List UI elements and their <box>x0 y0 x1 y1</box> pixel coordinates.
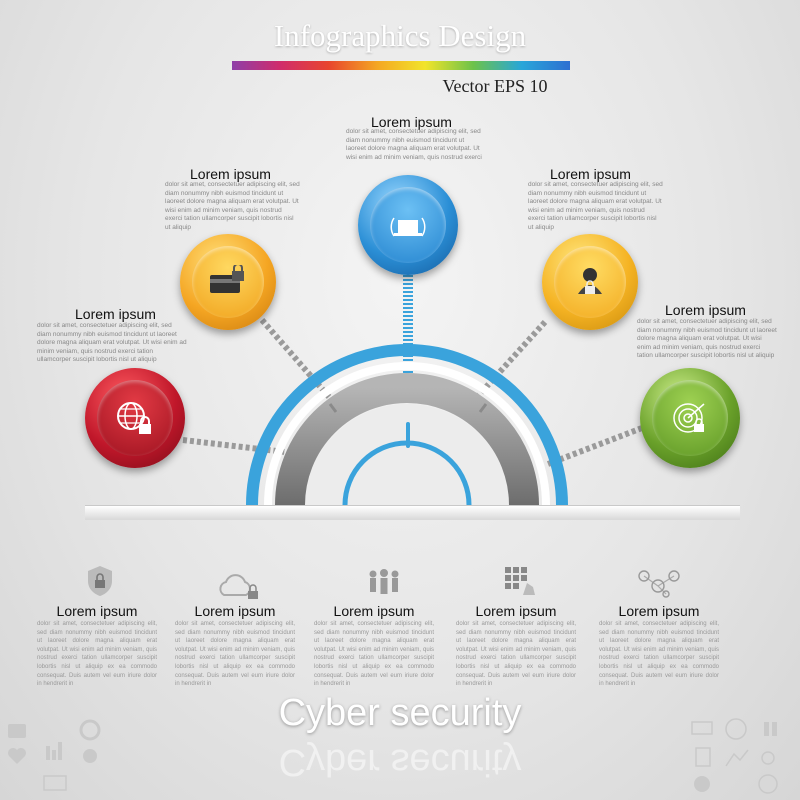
cloud-lock-icon <box>216 573 262 608</box>
node-laptop-body: dolor sit amet, consectetuer adipiscing … <box>346 128 482 161</box>
bottom-item-1-title: Lorem ipsum <box>56 603 138 619</box>
node-card[interactable] <box>180 234 276 330</box>
people-icon <box>764 722 769 736</box>
gray-arc <box>275 373 539 506</box>
bottom-item-5-title: Lorem ipsum <box>618 603 700 619</box>
bottom-item-1-body: dolor sit amet, consectetuer adipiscing … <box>37 621 157 688</box>
globe-icon-2 <box>758 774 778 794</box>
bottom-item-3-title: Lorem ipsum <box>333 603 415 619</box>
footer-title-reflection: Cyber security <box>278 741 522 783</box>
corner-icons-left <box>8 719 101 791</box>
gear-icon <box>79 719 101 741</box>
node-globe-title: Lorem ipsum <box>75 306 156 322</box>
corner-icons-right <box>691 718 778 794</box>
node-card-title: Lorem ipsum <box>190 166 271 182</box>
node-hacker[interactable] <box>542 234 638 330</box>
card-lock-icon <box>180 234 276 330</box>
rainbow-bar <box>232 61 570 70</box>
keypad-hand-icon <box>503 565 539 602</box>
bar-chart-icon <box>46 746 50 760</box>
lock-icon <box>8 724 26 738</box>
node-card-body: dolor sit amet, consectetuer adipiscing … <box>165 181 300 231</box>
monitor-icon <box>691 721 713 735</box>
node-target[interactable] <box>640 368 740 468</box>
base-platform <box>85 505 740 520</box>
infographic-subtitle: Vector EPS 10 <box>442 76 548 96</box>
target-lock-icon <box>640 368 740 468</box>
shield-lock-icon <box>85 564 115 603</box>
node-laptop[interactable] <box>358 175 458 275</box>
hacker-lock-icon <box>542 234 638 330</box>
bottom-item-3-body: dolor sit amet, consectetuer adipiscing … <box>314 621 434 688</box>
network-nodes-icon <box>636 568 682 603</box>
pie-icon <box>694 776 710 792</box>
chart-icon <box>725 749 749 767</box>
bottom-item-2-title: Lorem ipsum <box>194 603 276 619</box>
bottom-item-5-body: dolor sit amet, consectetuer adipiscing … <box>599 621 719 688</box>
node-laptop-title: Lorem ipsum <box>371 114 452 130</box>
node-globe-body: dolor sit amet, consectetuer adipiscing … <box>37 322 187 363</box>
node-globe[interactable] <box>85 368 185 468</box>
globe-icon <box>725 718 747 740</box>
magnifier-icon <box>761 751 775 765</box>
laptop-wifi-icon <box>358 175 458 275</box>
document-icon <box>695 747 711 767</box>
mail-icon <box>43 775 67 791</box>
node-hacker-body: dolor sit amet, consectetuer adipiscing … <box>528 181 663 231</box>
globe-lock-icon <box>85 368 185 468</box>
footer-title: Cyber security <box>278 692 522 734</box>
node-target-body: dolor sit amet, consectetuer adipiscing … <box>637 318 777 359</box>
heart-icon <box>8 748 26 764</box>
plus-icon <box>83 749 97 763</box>
bottom-item-2-body: dolor sit amet, consectetuer adipiscing … <box>175 621 295 688</box>
people-group-icon <box>366 567 402 602</box>
outer-blue-arc <box>246 344 568 506</box>
node-target-title: Lorem ipsum <box>665 302 746 318</box>
node-hacker-title: Lorem ipsum <box>550 166 631 182</box>
bottom-item-4-title: Lorem ipsum <box>475 603 557 619</box>
bottom-item-4-body: dolor sit amet, consectetuer adipiscing … <box>456 621 576 688</box>
infographic-title: Infographics Design <box>273 18 527 53</box>
